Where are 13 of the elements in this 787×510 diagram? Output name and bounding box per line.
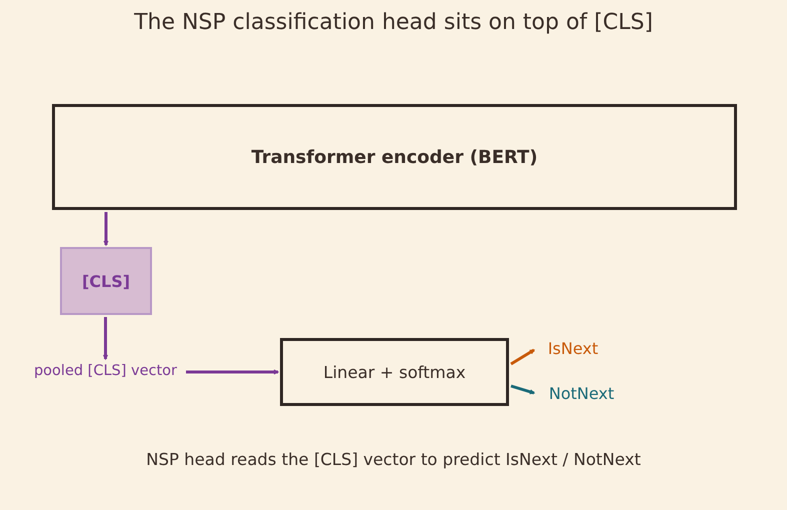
arrow	[103, 212, 109, 246]
diagram-caption: NSP head reads the [CLS] vector to predict IsNext / NotNext	[146, 450, 641, 469]
arrow	[510, 384, 535, 394]
arrow	[510, 348, 535, 366]
arrow	[186, 369, 279, 375]
arrow	[102, 317, 108, 360]
class-label: NotNext	[544, 383, 619, 403]
vector-label: pooled [CLS] vector	[27, 361, 184, 381]
classifier-box: Linear + softmax	[280, 338, 509, 406]
encoder-box: Transformer encoder (BERT)	[52, 104, 737, 210]
token-box: [CLS]	[60, 247, 152, 315]
diagram-title: The NSP classification head sits on top of [CLS]	[134, 10, 653, 35]
class-label: IsNext	[544, 338, 602, 358]
